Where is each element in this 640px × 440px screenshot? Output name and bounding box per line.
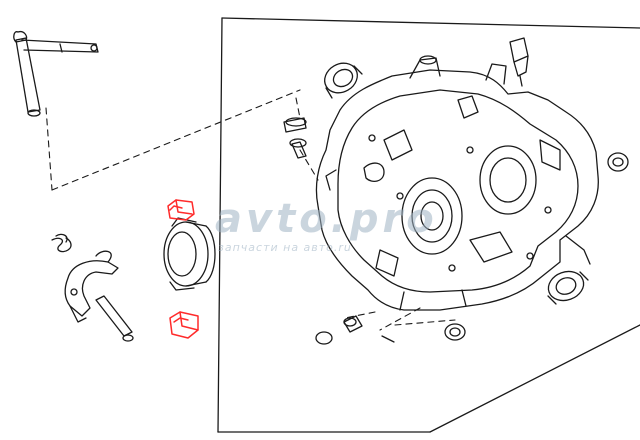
oil-seal-top: [324, 62, 363, 99]
release-bearing: [163, 217, 216, 291]
washer-ring: [444, 323, 466, 341]
leader-lines: [45, 89, 456, 331]
shift-rod: [13, 30, 99, 117]
side-plug: [607, 152, 629, 172]
breather-plug: [283, 117, 307, 159]
bushing-upper-highlight[interactable]: [167, 199, 195, 221]
output-seal: [547, 270, 589, 305]
transmission-case: [315, 55, 599, 311]
shift-fork: [64, 250, 134, 342]
bushing-lower-highlight[interactable]: [169, 311, 199, 339]
assembly-frame: [217, 17, 640, 433]
drain-bolt: [315, 315, 395, 345]
spring: [51, 233, 72, 253]
sensor-top: [509, 37, 529, 87]
